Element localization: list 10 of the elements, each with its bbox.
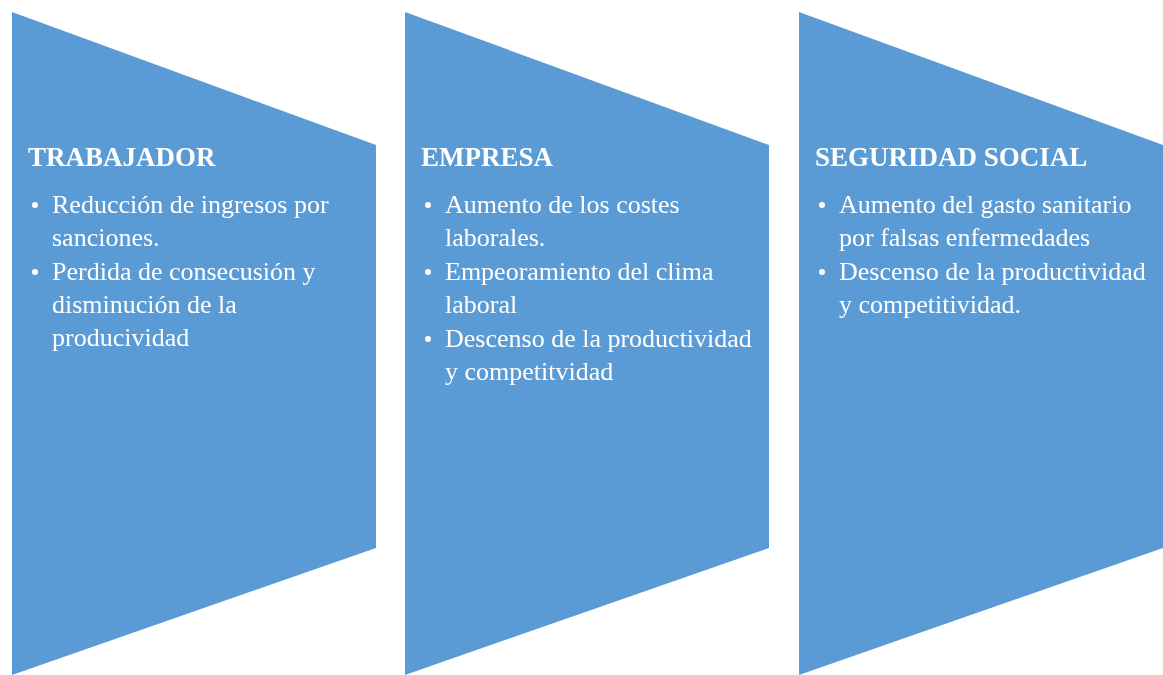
heading: SEGURIDAD SOCIAL (815, 142, 1088, 173)
heading: TRABAJADOR (28, 142, 216, 173)
bullet-text: Aumento del gasto sanitario por falsas enfermedades (839, 189, 1133, 254)
bullet-text: Reducción de ingresos por sanciones. (52, 189, 330, 254)
bullet-text: Descenso de la productividad y competitvidad (445, 323, 753, 388)
bullet-text: Aumento de los costes laborales. (445, 189, 681, 254)
bullet-text: Descenso de la productividad y competitividad. (839, 256, 1147, 321)
bullet-text: Empeoramiento del clima laboral (445, 256, 715, 321)
heading: EMPRESA (421, 142, 553, 173)
bullet-text: Perdida de consecusión y disminución de la producividad (52, 256, 317, 354)
